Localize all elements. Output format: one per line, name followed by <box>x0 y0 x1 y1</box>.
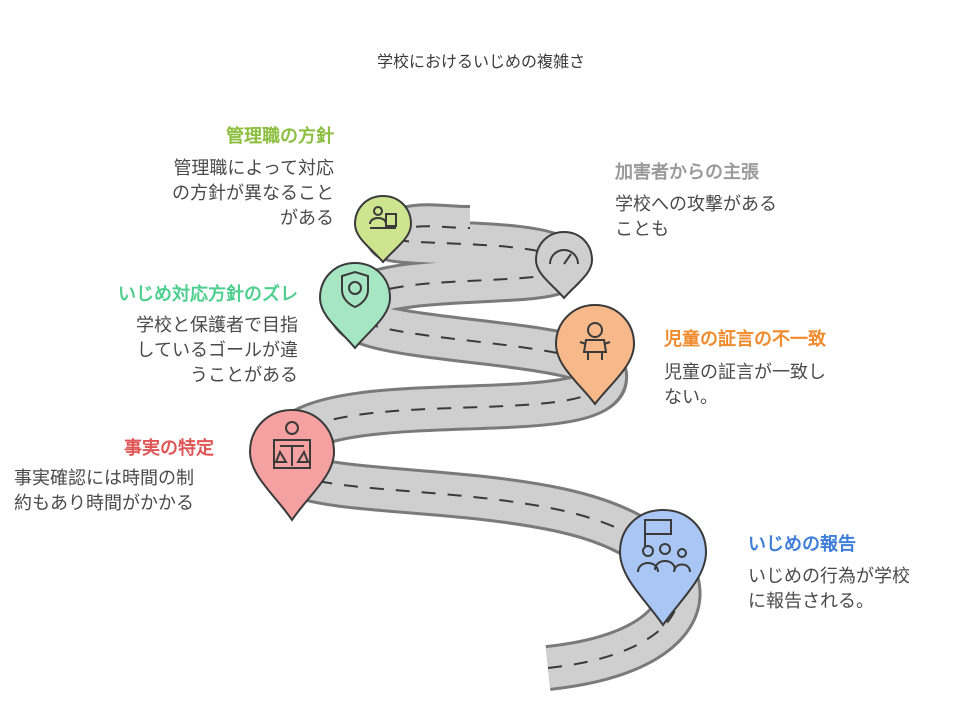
shield-face-icon <box>341 270 369 309</box>
desc-line: 管理職によって対応 <box>173 158 334 179</box>
pin-aggressor <box>534 230 594 300</box>
pin-gap <box>318 261 392 350</box>
judge-scales-icon <box>273 421 311 469</box>
desc-facts: 事実確認には時間の制 約もあり時間がかかる <box>14 466 194 516</box>
desc-line: の方針が異なること <box>172 183 334 204</box>
desc-aggressor: 学校への攻撃がある ことも <box>615 192 777 242</box>
desc-line: 学校への攻撃がある <box>615 194 777 215</box>
heading-aggressor: 加害者からの主張 <box>615 162 759 183</box>
diagram-title: 学校におけるいじめの複雑さ <box>376 52 585 71</box>
desc-line: 約もあり時間がかかる <box>14 493 194 514</box>
desc-report: いじめの行為が学校 に報告される。 <box>748 564 910 614</box>
desc-line: 児童の証言が一致し <box>664 362 826 383</box>
desc-testimony: 児童の証言が一致し ない。 <box>664 360 826 410</box>
desc-line: に報告される。 <box>748 591 874 612</box>
heading-gap: いじめ対応方針のズレ <box>118 284 298 305</box>
child-icon <box>579 322 611 360</box>
desc-line: うことがある <box>190 365 298 386</box>
heading-management: 管理職の方針 <box>226 126 334 147</box>
desc-line: 事実確認には時間の制 <box>14 468 194 489</box>
pin-facts <box>248 408 336 522</box>
flag-people-icon <box>637 519 691 573</box>
desc-management: 管理職によって対応 の方針が異なること がある <box>172 156 334 231</box>
heading-report: いじめの報告 <box>748 534 856 555</box>
desc-line: がある <box>280 208 334 229</box>
pin-report <box>618 508 708 627</box>
desc-line: ない。 <box>664 387 718 408</box>
user-with-clipboard-icon <box>369 206 397 229</box>
heading-facts: 事実の特定 <box>124 438 214 459</box>
pin-testimony <box>554 303 636 406</box>
pin-management <box>353 194 413 264</box>
desc-line: ことも <box>615 219 669 240</box>
heading-testimony: 児童の証言の不一致 <box>664 329 826 350</box>
desc-line: いじめの行為が学校 <box>748 566 910 587</box>
desc-line: 学校と保護者で目指 <box>136 315 298 336</box>
desc-gap: 学校と保護者で目指 しているゴールが違 うことがある <box>136 313 298 388</box>
speedometer-icon <box>549 249 579 265</box>
road-centerline <box>280 225 680 669</box>
desc-line: しているゴールが違 <box>136 340 298 361</box>
